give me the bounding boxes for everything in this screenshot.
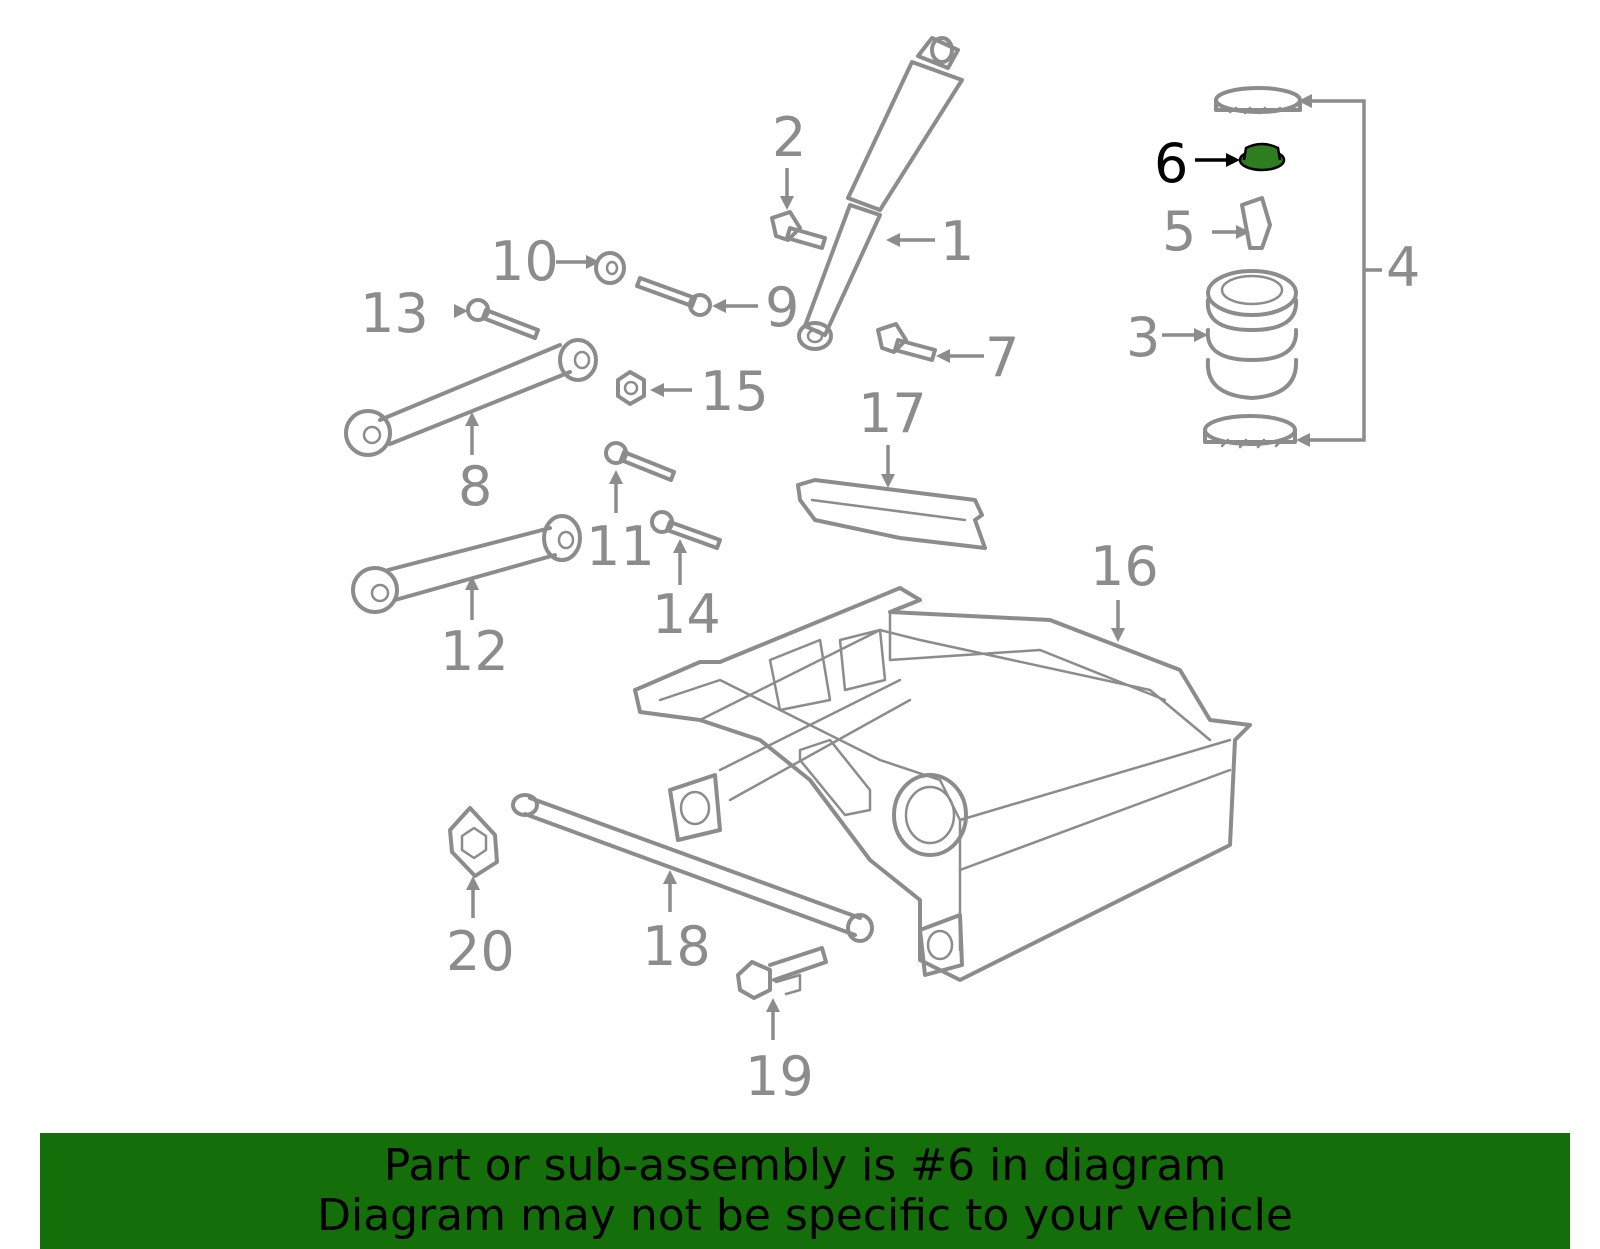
callout-14: 14 bbox=[652, 583, 721, 646]
part-7-bolt bbox=[876, 322, 937, 362]
callout-9: 9 bbox=[765, 276, 799, 339]
callout-18: 18 bbox=[642, 915, 711, 978]
part-10-nut bbox=[594, 251, 626, 285]
suspension-parts-diagram: 1 2 3 4 5 6 7 8 9 10 11 12 13 14 15 16 1… bbox=[344, 36, 1420, 1108]
banner-line-2: Diagram may not be specific to your vehi… bbox=[317, 1190, 1293, 1241]
part-1-shock-absorber bbox=[797, 36, 964, 351]
part-4-spring-assembly bbox=[1203, 86, 1302, 449]
banner-line-1: Part or sub-assembly is #6 in diagram bbox=[383, 1140, 1227, 1191]
part-9-bolt bbox=[635, 276, 712, 317]
callout-20: 20 bbox=[446, 920, 515, 983]
callout-labels: 1 2 3 4 5 6 7 8 9 10 11 12 13 14 15 16 1… bbox=[360, 106, 1420, 1108]
callout-11: 11 bbox=[586, 515, 655, 578]
part-6-highlighted bbox=[1238, 142, 1286, 172]
callout-15: 15 bbox=[700, 360, 769, 423]
part-18-rod bbox=[511, 793, 874, 943]
part-12-lower-arm bbox=[351, 514, 582, 614]
callout-13: 13 bbox=[360, 282, 429, 345]
callout-10: 10 bbox=[490, 230, 559, 293]
callout-17: 17 bbox=[858, 382, 927, 445]
callout-3: 3 bbox=[1126, 306, 1160, 369]
info-banner: Part or sub-assembly is #6 in diagram Di… bbox=[40, 1133, 1570, 1249]
part-15-nut bbox=[616, 370, 646, 406]
callout-6: 6 bbox=[1154, 132, 1188, 195]
callout-19: 19 bbox=[745, 1045, 814, 1108]
callout-8: 8 bbox=[458, 455, 492, 518]
part-17-bracket bbox=[796, 478, 987, 550]
callout-arrows bbox=[454, 94, 1382, 1040]
callout-12: 12 bbox=[440, 620, 509, 683]
part-2-bolt bbox=[770, 210, 827, 250]
part-16-subframe bbox=[633, 586, 1252, 982]
part-11-bolt bbox=[604, 441, 676, 482]
callout-5: 5 bbox=[1162, 200, 1196, 263]
part-19-fitting bbox=[736, 946, 828, 1000]
part-8-control-arm bbox=[344, 338, 598, 457]
callout-1: 1 bbox=[940, 210, 974, 273]
callout-4: 4 bbox=[1386, 236, 1420, 299]
part-20-nut-bracket bbox=[448, 806, 499, 878]
callout-2: 2 bbox=[772, 106, 806, 169]
callout-7: 7 bbox=[985, 326, 1019, 389]
part-13-bolt bbox=[466, 298, 540, 340]
callout-16: 16 bbox=[1090, 535, 1159, 598]
part-14-bolt bbox=[650, 510, 722, 550]
